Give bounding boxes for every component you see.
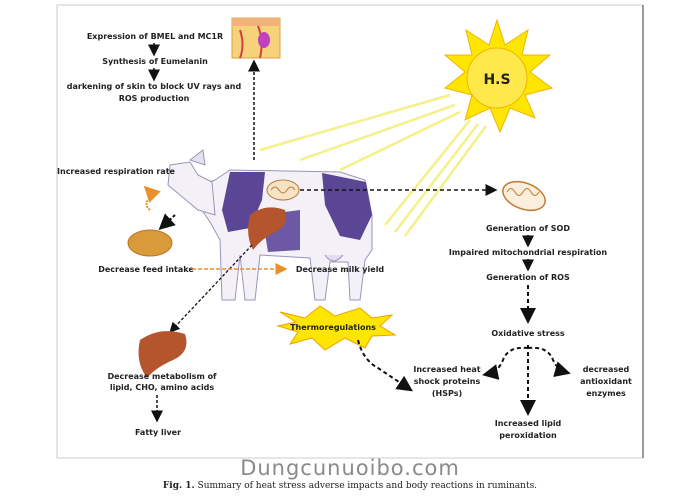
lipid-label-2: peroxidation bbox=[499, 431, 557, 440]
liver-icon-cow bbox=[248, 207, 287, 250]
mitochondria-icon-cow bbox=[266, 179, 300, 201]
watermark: Dungcunuoibo.com bbox=[240, 456, 460, 480]
antioxidant-label-2: antioxidant bbox=[580, 377, 632, 386]
respiration-label: Increased respiration rate bbox=[57, 167, 176, 176]
skin-step-1: Expression of BMEL and MC1R bbox=[87, 32, 223, 41]
skin-icon bbox=[231, 17, 281, 59]
metabolism-label-2: lipid, CHO, amino acids bbox=[110, 383, 215, 392]
fatty-liver-label: Fatty liver bbox=[135, 428, 181, 437]
hsp-label-2: shock proteins bbox=[414, 377, 481, 386]
feed-intake-label: Decrease feed intake bbox=[98, 265, 194, 274]
skin-step-3: darkening of skin to block UV rays and bbox=[67, 82, 242, 91]
skin-step-3b: ROS production bbox=[119, 94, 190, 103]
hsp-label-3: (HSPs) bbox=[432, 389, 462, 398]
sun-label: H.S bbox=[483, 72, 510, 88]
lipid-label-1: Increased lipid bbox=[495, 419, 562, 428]
hsp-label-1: Increased heat bbox=[413, 365, 480, 374]
oxidative-stress-label: Oxidative stress bbox=[491, 329, 565, 338]
metabolism-label-1: Decrease metabolism of bbox=[107, 372, 217, 381]
feed-icon bbox=[127, 229, 173, 257]
mouth-to-feed-arrow bbox=[158, 213, 176, 231]
impaired-label: Impaired mitochondrial respiration bbox=[449, 248, 607, 257]
skin-step-2: Synthesis of Eumelanin bbox=[102, 57, 208, 66]
antioxidant-label-1: decreased bbox=[583, 365, 630, 374]
antioxidant-label-3: enzymes bbox=[586, 389, 626, 398]
sun-icon: H.S bbox=[443, 18, 554, 134]
figure-caption: Fig. 1. Summary of heat stress adverse i… bbox=[0, 481, 700, 491]
sod-label: Generation of SOD bbox=[486, 224, 570, 233]
respiration-arrow bbox=[143, 185, 161, 211]
liver-icon bbox=[138, 331, 187, 378]
thermoregulations-label: Thermoregulations bbox=[290, 323, 376, 332]
caption-text: Summary of heat stress adverse impacts a… bbox=[194, 481, 538, 491]
mitochondria-icon bbox=[502, 180, 546, 212]
milk-yield-label: Decrease milk yield bbox=[296, 265, 385, 274]
ros-label: Generation of ROS bbox=[486, 273, 570, 282]
sun-rays-beams bbox=[259, 93, 488, 237]
cow-illustration bbox=[167, 149, 373, 301]
caption-prefix: Fig. 1. bbox=[162, 481, 195, 491]
thermo-to-hsp-arrow bbox=[357, 339, 413, 392]
thermoregulations-burst: Thermoregulations bbox=[276, 305, 397, 351]
oxidative-to-hsp-arrow bbox=[482, 346, 529, 380]
cow-liver-to-liver-arrow bbox=[169, 244, 253, 333]
oxidative-to-antioxidant-arrow bbox=[527, 346, 571, 377]
